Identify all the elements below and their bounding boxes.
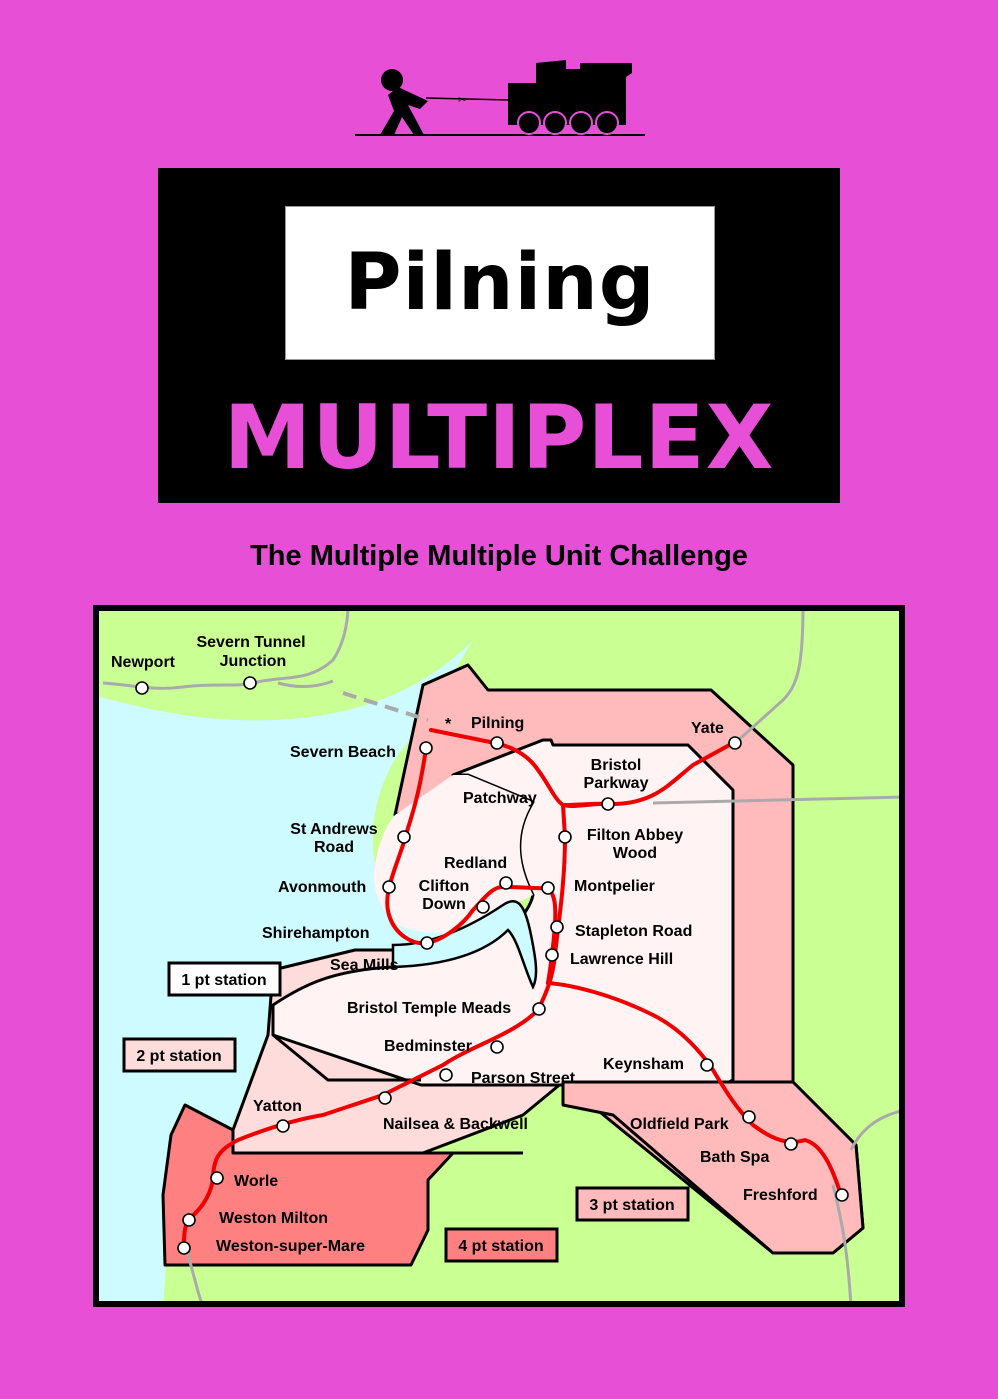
label-lawrence-hill: Lawrence Hill bbox=[570, 951, 673, 968]
station-keynsham bbox=[700, 1058, 714, 1072]
legend-3pt: 3 pt station bbox=[589, 1197, 674, 1214]
legend-2pt: 2 pt station bbox=[136, 1048, 221, 1065]
label-severn-beach: Severn Beach bbox=[290, 744, 396, 761]
svg-text:✂: ✂ bbox=[458, 95, 466, 106]
label-stapleton-road: Stapleton Road bbox=[575, 923, 692, 940]
label-bristol-parkway-2: Parkway bbox=[584, 775, 649, 792]
label-severn-tunnel-2: Junction bbox=[220, 653, 287, 670]
station-redland bbox=[499, 876, 513, 890]
tagline: The Multiple Multiple Unit Challenge bbox=[250, 540, 748, 572]
label-severn-tunnel-1: Severn Tunnel bbox=[196, 634, 305, 651]
label-worle: Worle bbox=[234, 1173, 278, 1190]
label-freshford: Freshford bbox=[743, 1187, 818, 1204]
station-yate bbox=[728, 736, 742, 750]
station-bedminster bbox=[490, 1040, 504, 1054]
label-weston-super-mare: Weston-super-Mare bbox=[216, 1238, 365, 1255]
subtitle: MULTIPLEX bbox=[223, 386, 775, 489]
station-bristol-temple-meads bbox=[532, 1002, 546, 1016]
man-pulling-train-logo: ✂ bbox=[355, 60, 645, 136]
label-newport: Newport bbox=[111, 654, 176, 671]
station-avonmouth bbox=[382, 880, 396, 894]
zone-4pt bbox=[161, 1103, 455, 1267]
station-nailsea-backwell bbox=[378, 1091, 392, 1105]
title-block: Pilning MULTIPLEX bbox=[158, 168, 840, 503]
station-yatton bbox=[276, 1119, 290, 1133]
station-labels: Newport Severn Tunnel Junction * Pilning… bbox=[111, 634, 818, 1255]
station-pilning bbox=[490, 736, 504, 750]
station-lawrence-hill bbox=[545, 948, 559, 962]
label-temple-meads: Bristol Temple Meads bbox=[347, 1000, 511, 1017]
legend-4pt: 4 pt station bbox=[458, 1238, 543, 1255]
line-southeast bbox=[849, 1108, 905, 1151]
zone-3pt-southeast bbox=[561, 1080, 865, 1255]
label-filton-1: Filton Abbey bbox=[587, 827, 683, 844]
label-bedminster: Bedminster bbox=[384, 1038, 472, 1055]
river-avon bbox=[391, 900, 538, 990]
legend-3pt-box bbox=[575, 1186, 690, 1222]
station-worle bbox=[210, 1171, 224, 1185]
line-yate-north bbox=[731, 605, 805, 747]
legend-2pt-box bbox=[122, 1037, 237, 1073]
label-sea-mills: Sea Mills bbox=[330, 957, 399, 974]
label-patchway: Patchway bbox=[463, 790, 537, 807]
label-redland: Redland bbox=[444, 855, 507, 872]
severn-tunnel-dashed bbox=[342, 691, 429, 722]
label-oldfield-park: Oldfield Park bbox=[630, 1116, 729, 1133]
station-weston-milton bbox=[182, 1213, 196, 1227]
stations bbox=[135, 676, 849, 1255]
station-bath-spa bbox=[784, 1137, 798, 1151]
page-title: Pilning bbox=[344, 238, 656, 328]
line-east bbox=[652, 795, 905, 805]
station-severn-beach bbox=[419, 741, 433, 755]
land-wales bbox=[93, 605, 503, 721]
legend-1pt: 1 pt station bbox=[181, 972, 266, 989]
label-st-andrews-2: Road bbox=[314, 839, 354, 856]
station-bristol-parkway bbox=[601, 797, 615, 811]
route-map: Newport Severn Tunnel Junction * Pilning… bbox=[93, 605, 905, 1307]
label-weston-milton: Weston Milton bbox=[219, 1210, 328, 1227]
label-avonmouth: Avonmouth bbox=[278, 879, 366, 896]
title-sign: Pilning bbox=[285, 206, 715, 360]
label-st-andrews-1: St Andrews bbox=[290, 821, 378, 838]
station-clifton-down bbox=[476, 900, 490, 914]
label-bath-spa: Bath Spa bbox=[700, 1149, 769, 1166]
label-yate: Yate bbox=[691, 720, 724, 737]
label-clifton-2: Down bbox=[422, 896, 466, 913]
station-stapleton-road bbox=[550, 920, 564, 934]
label-filton-2: Wood bbox=[613, 845, 657, 862]
label-montpelier: Montpelier bbox=[574, 878, 655, 895]
label-nailsea: Nailsea & Backwell bbox=[383, 1116, 528, 1133]
label-yatton: Yatton bbox=[253, 1098, 302, 1115]
station-st-andrews-road bbox=[397, 830, 411, 844]
station-montpelier bbox=[541, 881, 555, 895]
label-parson-street: Parson Street bbox=[471, 1070, 576, 1087]
station-weston-super-mare bbox=[177, 1241, 191, 1255]
station-oldfield-park bbox=[742, 1110, 756, 1124]
station-newport bbox=[135, 681, 149, 695]
station-severn-tunnel-junction bbox=[243, 676, 257, 690]
label-clifton-1: Clifton bbox=[419, 878, 470, 895]
station-shirehampton bbox=[420, 936, 434, 950]
label-keynsham: Keynsham bbox=[603, 1056, 684, 1073]
label-bristol-parkway-1: Bristol bbox=[591, 757, 642, 774]
label-shirehampton: Shirehampton bbox=[262, 925, 370, 942]
start-marker: * bbox=[445, 716, 452, 733]
station-parson-street bbox=[439, 1068, 453, 1082]
map-frame bbox=[93, 605, 905, 1307]
legend-4pt-box bbox=[444, 1227, 559, 1263]
legend: 1 pt station 2 pt station 3 pt station 4… bbox=[122, 961, 690, 1263]
station-freshford bbox=[835, 1188, 849, 1202]
label-pilning: Pilning bbox=[471, 715, 524, 732]
station-filton-abbey-wood bbox=[558, 830, 572, 844]
legend-1pt-box bbox=[167, 961, 282, 997]
